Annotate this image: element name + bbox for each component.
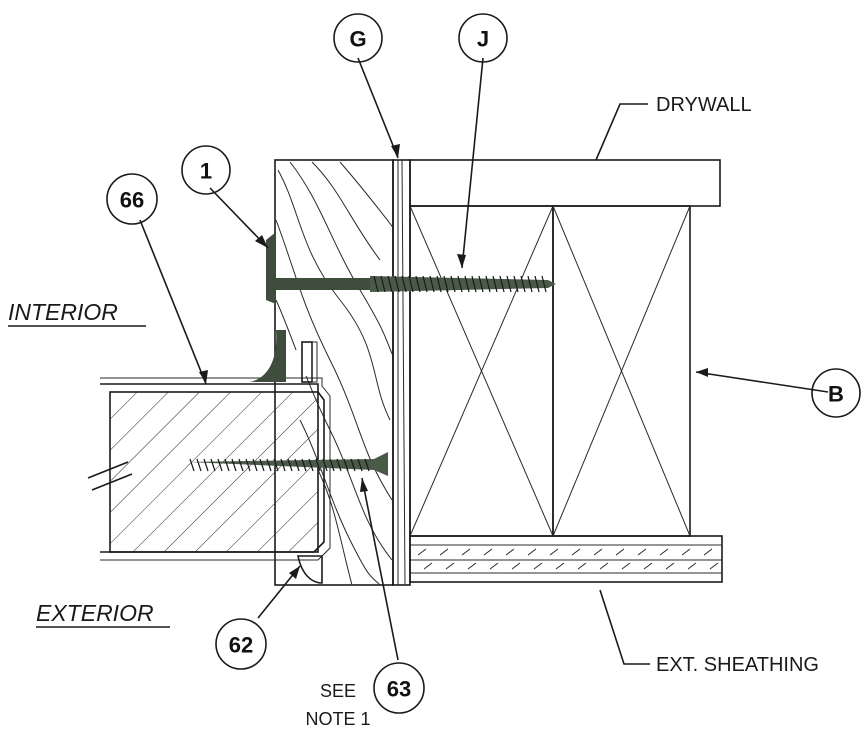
callout-63-text: 63: [387, 677, 411, 702]
leader-arrowheads: [199, 144, 708, 579]
callout-63: 63: [373, 662, 425, 714]
callout-j: J: [458, 13, 508, 63]
see-label: SEE: [320, 681, 356, 701]
callout-62-text: 62: [229, 633, 253, 658]
interior-label: INTERIOR: [8, 299, 118, 325]
screw-63: [188, 452, 388, 476]
drywall-label: DRYWALL: [656, 94, 752, 116]
callout-j-text: J: [477, 27, 489, 52]
ext-sheathing-label: EXT. SHEATHING: [656, 654, 819, 676]
callout-g-text: G: [349, 27, 366, 52]
callout-66-text: 66: [120, 188, 144, 213]
drywall-board: [409, 159, 721, 207]
leader-lines: [139, 57, 829, 665]
callout-b-text: B: [828, 382, 844, 407]
callout-b: B: [811, 368, 861, 418]
callout-1: 1: [181, 145, 231, 195]
callout-66: 66: [106, 173, 158, 225]
screw-j: [276, 275, 556, 293]
sealant-beads: [250, 232, 323, 584]
window-frame: [87, 341, 331, 561]
callout-g: G: [333, 13, 383, 63]
framing-studs: [409, 205, 691, 537]
note-1-label: NOTE 1: [305, 709, 370, 729]
exterior-label: EXTERIOR: [36, 600, 154, 626]
callout-1-text: 1: [200, 159, 212, 184]
exterior-sheathing: [409, 535, 723, 583]
callout-62: 62: [215, 618, 267, 670]
